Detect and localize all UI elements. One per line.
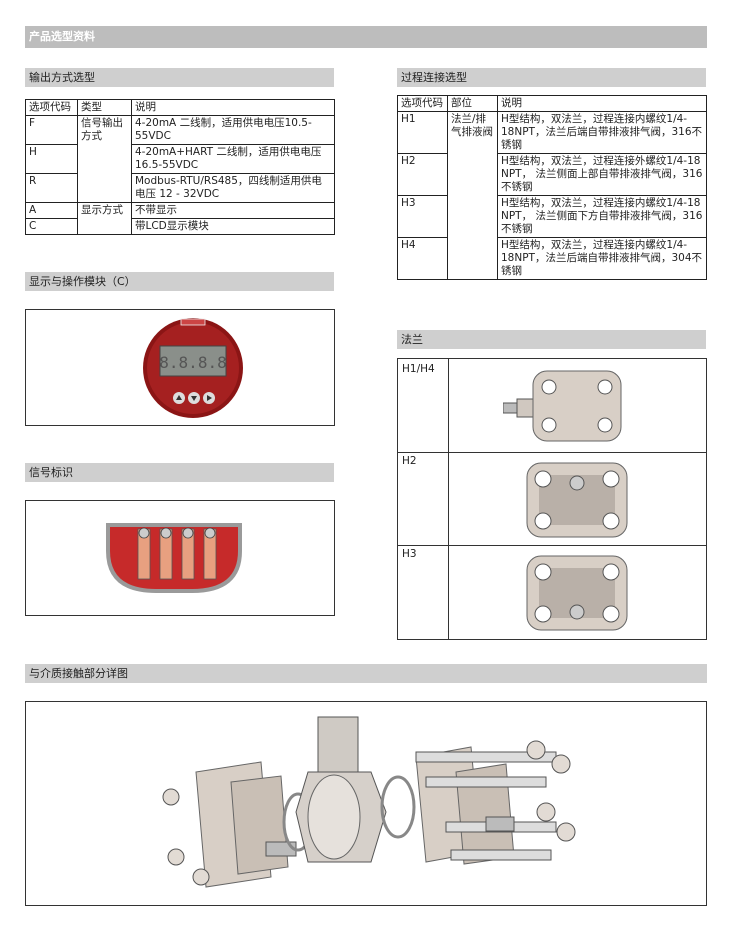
flange-section-title: 法兰 xyxy=(401,333,423,346)
detail-section-title: 与介质接触部分详图 xyxy=(29,667,128,680)
header-type: 类型 xyxy=(77,99,132,116)
vent-plug-icon xyxy=(569,475,585,491)
table-row: F 信号输出方式 4-20mA 二线制，适用供电电压10.5-55VDC xyxy=(25,115,335,203)
row-desc: H型结构，双法兰，过程连接内螺纹1/4-18NPT，法兰后端自带排液排气阀，31… xyxy=(497,111,707,154)
row-code: C xyxy=(25,218,78,235)
lcd-digits: 8.8.8.8 xyxy=(159,353,226,372)
display-module-box: 8.8.8.8 xyxy=(25,309,335,426)
signal-section-header: 信号标识 xyxy=(25,463,334,482)
arrow-up-icon xyxy=(173,392,185,404)
display-module-image: 8.8.8.8 xyxy=(143,318,243,418)
display-section-header: 显示与操作模块（C） xyxy=(25,272,334,291)
row-code: H xyxy=(25,144,78,174)
row-desc: Modbus-RTU/RS485，四线制适用供电电压 12 - 32VDC xyxy=(131,173,335,203)
flange-label-h1h4: H1/H4 xyxy=(402,363,435,375)
flange-h2-image xyxy=(526,462,628,538)
table-row: H4 H型结构，双法兰，过程连接内螺纹1/4-18NPT，法兰后端自带排液排气阀… xyxy=(397,237,707,280)
row-code: H2 xyxy=(397,153,448,196)
row-code: H4 xyxy=(397,237,448,280)
main-title-bar: 产品选型资料 xyxy=(25,26,707,48)
drain-plug-icon xyxy=(569,604,585,620)
flange-table: H1/H4 H2 H3 xyxy=(397,358,707,640)
arrow-right-icon xyxy=(203,392,215,404)
flange-h1-image xyxy=(503,370,622,442)
process-section-header: 过程连接选型 xyxy=(397,68,706,87)
row-desc: 4-20mA+HART 二线制，适用供电电压16.5-55VDC xyxy=(131,144,335,174)
main-title: 产品选型资料 xyxy=(29,30,95,43)
process-section-title: 过程连接选型 xyxy=(401,71,467,84)
flange-label-h3: H3 xyxy=(402,548,417,560)
row-code: A xyxy=(25,202,78,219)
row-desc: H型结构，双法兰，过程连接外螺纹1/4-18 NPT， 法兰侧面上部自带排液排气… xyxy=(497,153,707,196)
header-desc: 说明 xyxy=(497,95,707,112)
table-header-row: 选项代码 类型 说明 xyxy=(25,99,335,116)
header-part: 部位 xyxy=(447,95,498,112)
signal-box xyxy=(25,500,335,616)
row-desc: 带LCD显示模块 xyxy=(131,218,335,235)
header-desc: 说明 xyxy=(131,99,335,116)
part-flange-valve: 法兰/排气排液阀 xyxy=(447,111,498,280)
output-table: 选项代码 类型 说明 F 信号输出方式 4-20mA 二线制，适用供电电压10.… xyxy=(25,99,335,235)
row-code: H3 xyxy=(397,195,448,238)
row-desc: 不带显示 xyxy=(131,202,335,219)
flange-h3-image xyxy=(526,555,628,631)
flange-section-header: 法兰 xyxy=(397,330,706,349)
type-display: 显示方式 xyxy=(77,202,132,235)
table-row: A 显示方式 不带显示 xyxy=(25,202,335,235)
row-desc: H型结构，双法兰，过程连接内螺纹1/4-18NPT，法兰后端自带排液排气阀，30… xyxy=(497,237,707,280)
output-section-header: 输出方式选型 xyxy=(25,68,334,87)
row-desc: H型结构，双法兰，过程连接内螺纹1/4-18 NPT， 法兰侧面下方自带排液排气… xyxy=(497,195,707,238)
table-row: H2 H型结构，双法兰，过程连接外螺纹1/4-18 NPT， 法兰侧面上部自带排… xyxy=(397,153,707,196)
exploded-view-image xyxy=(162,716,576,888)
table-row: R Modbus-RTU/RS485，四线制适用供电电压 12 - 32VDC xyxy=(25,173,335,203)
table-row: C 带LCD显示模块 xyxy=(25,218,335,235)
row-code: R xyxy=(25,173,78,203)
table-row: H3 H型结构，双法兰，过程连接内螺纹1/4-18 NPT， 法兰侧面下方自带排… xyxy=(397,195,707,238)
row-desc: 4-20mA 二线制，适用供电电压10.5-55VDC xyxy=(131,115,335,145)
flange-label-h2: H2 xyxy=(402,455,417,467)
display-section-title: 显示与操作模块（C） xyxy=(29,275,136,288)
process-table: 选项代码 部位 说明 H1 法兰/排气排液阀 H型结构，双法兰，过程连接内螺纹1… xyxy=(397,95,707,280)
header-code: 选项代码 xyxy=(25,99,78,116)
table-row: H 4-20mA+HART 二线制，适用供电电压16.5-55VDC xyxy=(25,144,335,174)
table-row: H1 法兰/排气排液阀 H型结构，双法兰，过程连接内螺纹1/4-18NPT，法兰… xyxy=(397,111,707,280)
detail-box xyxy=(25,701,707,906)
row-code: H1 xyxy=(397,111,448,154)
row-code: F xyxy=(25,115,78,145)
arrow-down-icon xyxy=(188,392,200,404)
header-code: 选项代码 xyxy=(397,95,448,112)
detail-section-header: 与介质接触部分详图 xyxy=(25,664,707,683)
output-section-title: 输出方式选型 xyxy=(29,71,95,84)
table-header-row: 选项代码 部位 说明 xyxy=(397,95,707,112)
terminal-block-image xyxy=(106,523,242,593)
type-signal-output: 信号输出方式 xyxy=(77,115,132,203)
signal-section-title: 信号标识 xyxy=(29,466,73,479)
